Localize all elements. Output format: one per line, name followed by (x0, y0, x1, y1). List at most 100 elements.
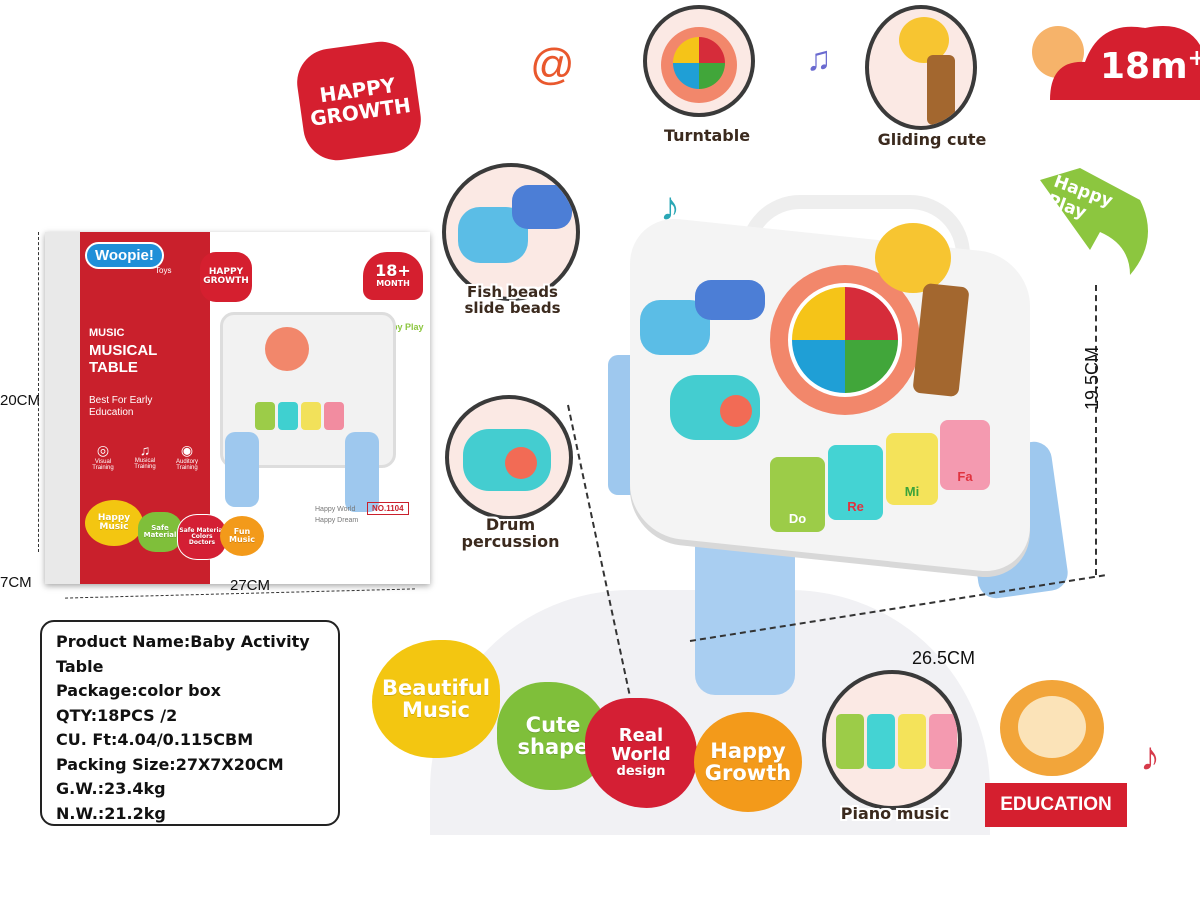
age-badge-text: 18m (1100, 46, 1188, 87)
box-dial (265, 327, 309, 371)
box-title-line2: TABLE (89, 359, 138, 376)
feature-beautiful-line1: Beautiful (382, 675, 490, 700)
detail-circle-piano (822, 670, 962, 810)
piano-key-label: Re (847, 499, 864, 514)
box-feature-blob: Happy Music (85, 500, 143, 546)
piano-key-fa[interactable]: Fa (940, 420, 990, 490)
box-world-line2: Happy Dream (315, 517, 359, 524)
bead-rail (695, 280, 765, 320)
feature-blob-growth: Happy Growth (694, 712, 802, 812)
spec-line: Package:color box (56, 681, 221, 700)
box-happy-play: Happy Play (375, 322, 424, 332)
piano-key-label: Fa (957, 469, 973, 484)
box-feature-blob: Safe Material (138, 512, 182, 552)
feature-blob-beautiful: Beautiful Music (372, 640, 500, 758)
feature-growth-line1: Happy (710, 738, 786, 763)
piano-key-re[interactable]: Re (828, 445, 883, 520)
turntable-face (788, 283, 902, 397)
box-badge-line2: GROWTH (203, 276, 249, 286)
dimension-box-depth: 7CM (0, 574, 32, 591)
box-badge-line1: HAPPY (208, 266, 244, 277)
piano-key-label: Mi (904, 484, 920, 499)
callout-fish-line2: slide beads (464, 298, 561, 317)
feature-cute-line1: Cute (525, 712, 581, 737)
age-badge-sup: + (1187, 46, 1200, 71)
box-age-unit: MONTH (376, 279, 410, 289)
happy-play-arrow: Happy Play (1020, 160, 1150, 280)
education-label: EDUCATION (985, 783, 1127, 827)
box-icon-label: Visual Training (92, 459, 114, 471)
swirl-icon: @ (530, 40, 575, 89)
dimension-box-width: 27CM (230, 577, 271, 594)
dimension-product-height: 19.5CM (1082, 346, 1102, 410)
feature-real-line2: World (611, 744, 671, 766)
box-brand-text: Woopie! (95, 247, 154, 264)
box-model-number: NO.1104 (367, 502, 409, 515)
dimension-line-product-height (1095, 285, 1097, 575)
feature-growth-line2: Growth (704, 761, 792, 785)
box-feature-text: Safe Material (143, 523, 177, 539)
box-icon-label: Auditory Training (175, 459, 198, 471)
spec-line: N.W.:21.2kg (56, 803, 166, 823)
table-leg-front (695, 525, 795, 695)
lion-mascot (1000, 680, 1110, 780)
product-illustration: Do Re Mi Fa (600, 195, 1070, 705)
product-box: Woopie! Toys MUSIC MUSICAL TABLE Best Fo… (45, 232, 430, 584)
box-tagline-line2: Education (89, 407, 134, 418)
box-brand-sub: Toys (155, 266, 172, 275)
feature-cute-line2: shape (517, 735, 589, 759)
piano-key-do[interactable]: Do (770, 457, 825, 532)
dimension-box-height: 20CM (0, 392, 41, 409)
box-feature-text: Happy Music (97, 512, 131, 532)
box-series: MUSIC (89, 327, 125, 339)
box-title-line1: MUSICAL (89, 342, 158, 359)
detail-circle-turntable (643, 5, 755, 117)
callout-turntable: Turntable (664, 126, 751, 145)
box-feature-text: Safe Material Colors Doctors (179, 526, 225, 547)
box-feature-blob: Fun Music (220, 516, 264, 556)
box-age-text: 18+ (375, 261, 411, 281)
detail-circle-fish (442, 163, 580, 301)
callout-piano: Piano music (840, 804, 950, 823)
box-world-text: Happy World Happy Dream (315, 504, 358, 526)
ear-icon: ◉ (180, 442, 194, 458)
spec-line: Table (56, 656, 104, 676)
box-leg-right (345, 432, 379, 512)
spec-line: G.W.:23.4kg (56, 779, 166, 798)
feature-blob-real: Real World design (585, 698, 697, 808)
box-age-badge: 18+MONTH (363, 252, 423, 300)
dimension-line-box-height (38, 232, 39, 552)
piano-key-mi[interactable]: Mi (886, 433, 938, 505)
music-icon: ♫ (139, 442, 151, 458)
detail-circle-gliding (865, 5, 977, 130)
box-keys (255, 402, 344, 430)
box-title: MUSICAL TABLE (89, 342, 157, 376)
age-badge: 18m+ (1010, 0, 1200, 100)
happy-growth-badge: HAPPY GROWTH (292, 37, 426, 165)
feature-real-line1: Real (618, 725, 664, 747)
detail-circle-drum (445, 395, 573, 520)
box-world-line1: Happy World (315, 506, 356, 513)
music-note-icon: ♪ (1140, 735, 1160, 779)
spec-line: Packing Size:27X7X20CM (56, 754, 284, 774)
spec-line: CU. Ft:4.04/0.115CBM (56, 730, 254, 749)
box-feature-blob: Safe Material Colors Doctors (177, 514, 227, 560)
box-feature-text: Fun Music (229, 526, 255, 544)
callout-fish-line1: Fish beads (467, 283, 558, 301)
drum-pad (720, 395, 752, 427)
callout-gliding: Gliding cute (877, 130, 987, 149)
box-tagline-line1: Best For Early (89, 395, 153, 406)
spec-box: Product Name:Baby Activity Table Package… (40, 620, 340, 826)
box-side (45, 232, 80, 584)
dimension-product-width: 26.5CM (912, 648, 976, 668)
eye-icon: ◎ (96, 442, 110, 458)
box-icon-label: Musical Training (134, 458, 156, 470)
age-badge-shape (1032, 26, 1200, 100)
box-leg-left (225, 432, 259, 507)
callout-drum: Drum percussion (461, 515, 560, 551)
spec-line: QTY:18PCS /2 (56, 705, 178, 725)
box-tagline: Best For Early Education (89, 395, 152, 419)
piano-key-label: Do (788, 511, 807, 526)
box-training-icons: ◎Visual Training ♫Musical Training ◉Audi… (85, 442, 205, 471)
